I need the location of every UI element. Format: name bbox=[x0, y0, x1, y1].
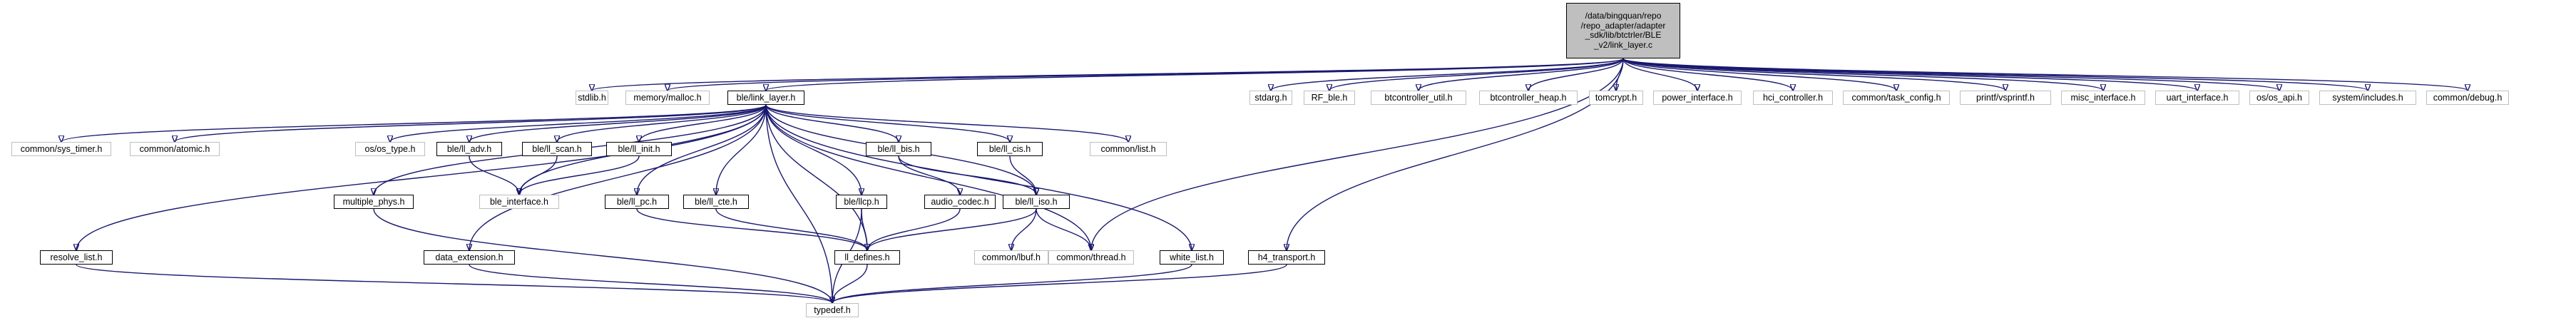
node-ble-ll-iso-h[interactable]: ble/ll_iso.h bbox=[1003, 195, 1070, 209]
node-btcontroller-heap-h: btcontroller_heap.h bbox=[1479, 91, 1578, 105]
node-ll-defines-h[interactable]: ll_defines.h bbox=[834, 250, 900, 265]
edge-link_layer-to-ll_bis bbox=[765, 104, 899, 142]
edge-link_layer-to-ll_scan bbox=[557, 104, 767, 142]
edge-ll_bis-to-ll_iso bbox=[898, 155, 1036, 195]
node-ble-ll-scan-h[interactable]: ble/ll_scan.h bbox=[522, 142, 592, 156]
node-stdlib-h: stdlib.h bbox=[576, 91, 608, 105]
edge-ll_iso-to-common_thread bbox=[1036, 208, 1091, 250]
node-memory-malloc-h: memory/malloc.h bbox=[625, 91, 710, 105]
node-btcontroller-util-h: btcontroller_util.h bbox=[1371, 91, 1466, 105]
edge-root-to-link_layer bbox=[766, 58, 1624, 91]
node-multiple-phys-h[interactable]: multiple_phys.h bbox=[334, 195, 414, 209]
node-printf-vsprintf-h: printf/vsprintf.h bbox=[1960, 91, 2051, 105]
edge-link_layer-to-common_atomic bbox=[175, 104, 767, 142]
node-common-lbuf-h: common/lbuf.h bbox=[974, 250, 1048, 265]
edge-data_extension-to-typedef bbox=[469, 264, 832, 303]
node-ble-ll-pc-h[interactable]: ble/ll_pc.h bbox=[605, 195, 669, 209]
edge-root-to-task_config bbox=[1622, 58, 1896, 91]
node-system-includes-h: system/includes.h bbox=[2319, 91, 2416, 105]
edge-link_layer-to-llcp bbox=[765, 104, 862, 195]
edge-root-to-rf_ble bbox=[1329, 58, 1624, 91]
edge-link_layer-to-data_extension bbox=[469, 104, 767, 250]
node-h4-transport-h[interactable]: h4_transport.h bbox=[1248, 250, 1325, 265]
node-ble-llcp-h[interactable]: ble/llcp.h bbox=[836, 195, 887, 209]
node-os-api-h: os/os_api.h bbox=[2249, 91, 2309, 105]
node-uart-interface-h: uart_interface.h bbox=[2155, 91, 2239, 105]
edge-ll_cis-to-ll_iso bbox=[1009, 155, 1036, 195]
edge-root-to-h4_transport bbox=[1287, 58, 1624, 250]
node-common-list-h: common/list.h bbox=[1090, 142, 1167, 156]
node-common-atomic-h: common/atomic.h bbox=[130, 142, 220, 156]
edge-ll_scan-to-ble_interface bbox=[519, 155, 558, 195]
edge-root-to-misc_interface bbox=[1622, 58, 2103, 91]
edge-ll_cte-to-ll_defines bbox=[715, 208, 867, 250]
edge-link_layer-to-common_thread bbox=[765, 104, 1091, 250]
node-link-layer-c[interactable]: /data/bingquan/repo /repo_adapter/adapte… bbox=[1566, 3, 1680, 58]
edge-ll_bis-to-audio_codec bbox=[898, 155, 960, 195]
node-audio-codec-h[interactable]: audio_codec.h bbox=[924, 195, 996, 209]
edge-root-to-btcontroller_heap bbox=[1528, 58, 1624, 91]
edge-link_layer-to-ll_init bbox=[639, 104, 767, 142]
node-ble-interface-h: ble_interface.h bbox=[479, 195, 559, 209]
node-white-list-h[interactable]: white_list.h bbox=[1160, 250, 1224, 265]
edge-link_layer-to-ll_defines bbox=[765, 104, 867, 250]
node-data-extension-h[interactable]: data_extension.h bbox=[424, 250, 515, 265]
edge-link_layer-to-common_list bbox=[765, 104, 1128, 142]
node-misc-interface-h: misc_interface.h bbox=[2061, 91, 2145, 105]
node-ble-ll-cis-h[interactable]: ble/ll_cis.h bbox=[977, 142, 1043, 156]
edge-audio_codec-to-ll_defines bbox=[867, 208, 961, 250]
node-stdarg-h: stdarg.h bbox=[1249, 91, 1292, 105]
node-ble-link-layer-h[interactable]: ble/link_layer.h bbox=[727, 91, 804, 105]
node-os-type-h: os/os_type.h bbox=[355, 142, 425, 156]
node-ble-ll-adv-h[interactable]: ble/ll_adv.h bbox=[436, 142, 502, 156]
node-ble-ll-bis-h[interactable]: ble/ll_bis.h bbox=[866, 142, 931, 156]
node-resolve-list-h[interactable]: resolve_list.h bbox=[40, 250, 113, 265]
edge-link_layer-to-ll_pc bbox=[637, 104, 767, 195]
edge-white_list-to-typedef bbox=[832, 264, 1192, 303]
edge-ll_pc-to-ll_defines bbox=[636, 208, 867, 250]
edge-multiple_phys-to-typedef bbox=[373, 208, 832, 303]
node-hci-controller-h: hci_controller.h bbox=[1753, 91, 1833, 105]
node-ble-ll-init-h[interactable]: ble/ll_init.h bbox=[606, 142, 672, 156]
edge-link_layer-to-ll_adv bbox=[469, 104, 767, 142]
node-typedef-h: typedef.h bbox=[806, 303, 859, 317]
edge-h4_transport-to-typedef bbox=[832, 264, 1287, 303]
node-common-sys-timer-h: common/sys_timer.h bbox=[11, 142, 111, 156]
edge-ll_iso-to-ll_defines bbox=[867, 208, 1037, 250]
edge-link_layer-to-ll_cte bbox=[716, 104, 767, 195]
edge-link_layer-to-white_list bbox=[765, 104, 1192, 250]
edge-root-to-printf_vsprintf bbox=[1622, 58, 2005, 91]
edge-ll_adv-to-ble_interface bbox=[469, 155, 519, 195]
node-common-thread-h: common/thread.h bbox=[1048, 250, 1134, 265]
edge-root-to-btcontroller_util bbox=[1419, 58, 1624, 91]
node-tomcrypt-h: tomcrypt.h bbox=[1589, 91, 1643, 105]
edge-resolve_list-to-typedef bbox=[76, 264, 832, 303]
edge-link_layer-to-os_type bbox=[390, 104, 767, 142]
node-ble-ll-cte-h[interactable]: ble/ll_cte.h bbox=[683, 195, 749, 209]
edge-root-to-common_debug bbox=[1622, 58, 2468, 91]
edge-ll_iso-to-common_lbuf bbox=[1011, 208, 1037, 250]
edge-link_layer-to-ll_cis bbox=[765, 104, 1010, 142]
node-common-task-config-h: common/task_config.h bbox=[1843, 91, 1950, 105]
edge-link_layer-to-resolve_list bbox=[76, 104, 767, 250]
node-power-interface-h: power_interface.h bbox=[1653, 91, 1742, 105]
edge-link_layer-to-typedef bbox=[765, 104, 832, 303]
node-common-debug-h: common/debug.h bbox=[2426, 91, 2509, 105]
edge-ll_init-to-ble_interface bbox=[519, 155, 640, 195]
edge-link_layer-to-sys_timer bbox=[61, 104, 767, 142]
edge-root-to-stdarg bbox=[1271, 58, 1624, 91]
edge-root-to-common_thread bbox=[1091, 58, 1624, 250]
node-rf-ble-h: RF_ble.h bbox=[1304, 91, 1355, 105]
edge-root-to-hci_controller bbox=[1622, 58, 1793, 91]
edge-root-to-power_interface bbox=[1622, 58, 1697, 91]
edge-root-to-os_api bbox=[1622, 58, 2279, 91]
